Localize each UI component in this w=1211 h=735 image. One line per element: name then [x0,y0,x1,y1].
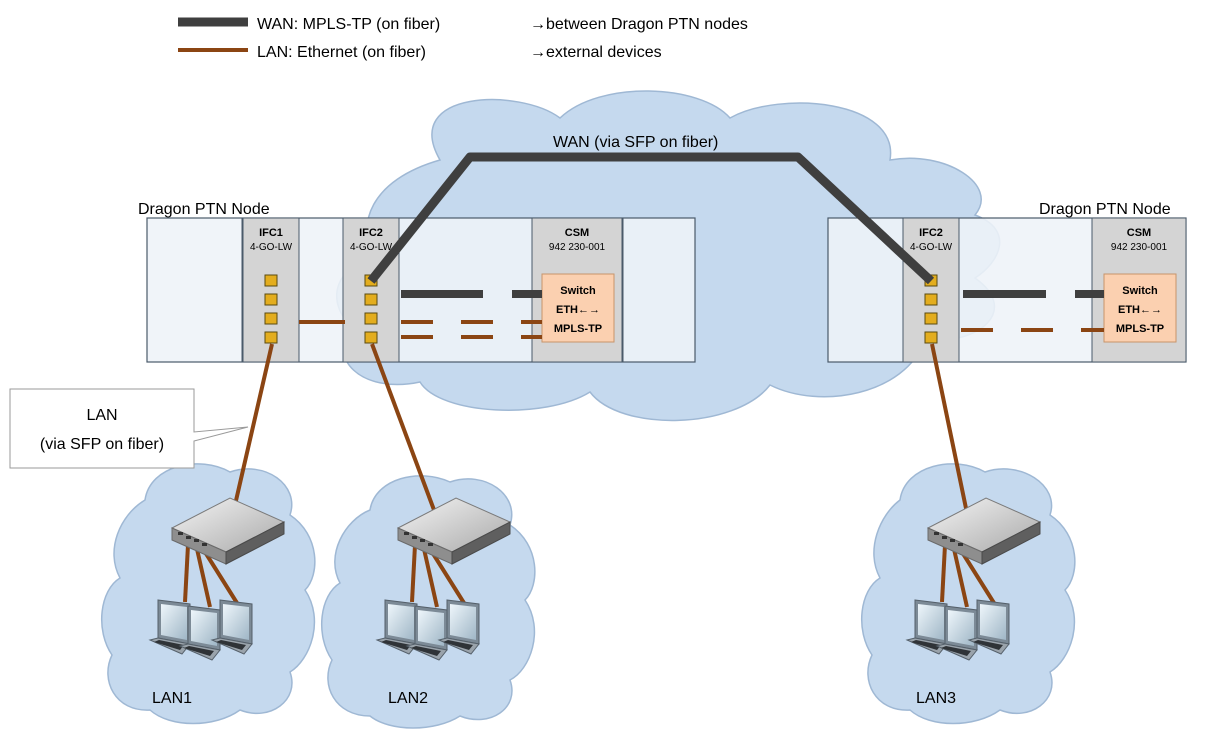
node1-csm-name: CSM [565,227,589,239]
node1-title: Dragon PTN Node [138,201,270,218]
lan-callout: LAN (via SFP on fiber) [9,388,249,469]
node1-switch-line3: MPLS-TP [554,323,602,335]
lan3-devices: LAN3 [906,497,1041,707]
sfp-port-icon [364,331,378,344]
legend: WAN: MPLS-TP (on fiber) →between Dragon … [178,16,748,61]
sfp-port-icon [924,293,938,306]
lan2-label: LAN2 [388,690,428,707]
node1-csm-model: 942 230-001 [549,242,606,253]
legend-wan-desc: →between Dragon PTN nodes [530,16,748,33]
legend-lan-desc: →external devices [530,44,662,61]
lan1-label: LAN1 [152,690,192,707]
node1-ifc1-name: IFC1 [259,227,283,239]
node2-switch-line2: ETH←→ [1118,304,1162,316]
sfp-port-icon [264,331,278,344]
sfp-port-icon [264,293,278,306]
sfp-port-icon [364,293,378,306]
lan1-uplink [230,343,274,519]
sfp-port-icon [924,331,938,344]
node2: Dragon PTN Node IFC2 4-GO-LW CSM 942 230… [827,201,1187,363]
node2-csm-name: CSM [1127,227,1151,239]
lan2-uplink [370,343,439,519]
node2-switch-line3: MPLS-TP [1116,323,1164,335]
node2-csm-model: 942 230-001 [1111,242,1168,253]
node1-switch-line2: ETH←→ [556,304,600,316]
sfp-port-icon [364,312,378,325]
lan3-label: LAN3 [916,690,956,707]
wan-link [367,152,935,285]
node2-switch-line1: Switch [1122,285,1158,297]
lan-callout-line1: LAN [86,407,117,424]
node1-ifc2-name: IFC2 [359,227,383,239]
legend-wan-label: WAN: MPLS-TP (on fiber) [257,16,440,33]
sfp-port-icon [924,312,938,325]
lan3-cloud [860,463,1076,725]
lan2-devices: LAN2 [376,497,511,707]
node2-ifc2-name: IFC2 [919,227,943,239]
sfp-port-icon [264,312,278,325]
lan3-uplink [930,343,970,519]
lan-callout-line2: (via SFP on fiber) [40,436,164,453]
node1-ifc1-ports [264,274,278,344]
node1-ifc2-model: 4-GO-LW [350,242,393,253]
wan-link-label: WAN (via SFP on fiber) [553,134,718,151]
node1-switch-box [541,273,615,343]
node1-ifc1-model: 4-GO-LW [250,242,293,253]
node2-internal-links [961,290,1104,332]
lan1-devices: LAN1 [149,497,285,707]
node1-internal-links [299,290,542,339]
node2-ifc2-model: 4-GO-LW [910,242,953,253]
sfp-port-icon [264,274,278,287]
legend-lan-label: LAN: Ethernet (on fiber) [257,44,426,61]
node2-switch-box [1103,273,1177,343]
node1-switch-line1: Switch [560,285,596,297]
node2-title: Dragon PTN Node [1039,201,1171,218]
